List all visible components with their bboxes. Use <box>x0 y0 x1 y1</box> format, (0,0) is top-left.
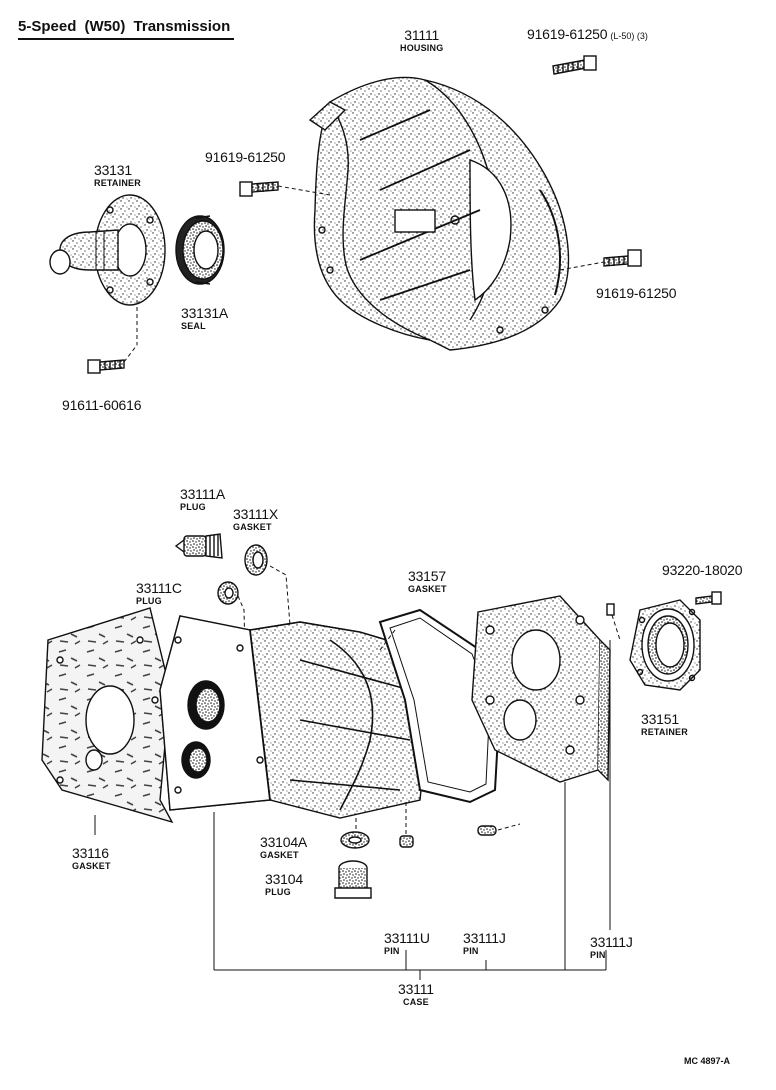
housing-name: HOUSING <box>400 43 444 53</box>
label-pin-u: 33111U PIN <box>384 931 430 956</box>
gasket-104a-number: 33104A <box>260 834 308 850</box>
reference-code: MC 4897-A <box>683 1056 730 1066</box>
bolt-top-note: (L-50) (3) <box>610 31 648 41</box>
label-retainer-rear: 33151 RETAINER <box>641 712 688 737</box>
case-name: CASE <box>403 997 429 1007</box>
label-gasket-104a: 33104A GASKET <box>260 835 307 860</box>
label-bolt-right: 91619-61250 <box>596 285 677 301</box>
bolt-91619-right <box>559 249 642 271</box>
plug-c-name: PLUG <box>136 596 162 606</box>
gasket-33116-part <box>41 607 174 824</box>
label-plug-c: 33111C PLUG <box>136 581 182 606</box>
retainer-33131-part <box>49 194 166 345</box>
seal-name: SEAL <box>181 321 206 331</box>
label-gasket-x: 33111X GASKET <box>233 507 278 532</box>
label-gasket-157: 33157 GASKET <box>408 569 447 594</box>
label-bolt-mid: 91619-61250 <box>205 149 286 165</box>
gasket-116-number: 33116 <box>72 845 109 861</box>
gasket-116-name: GASKET <box>72 861 111 871</box>
plug-a-name: PLUG <box>180 502 206 512</box>
bolt-91611-part <box>87 344 138 374</box>
plug-104-number: 33104 <box>265 871 303 887</box>
gasket-157-number: 33157 <box>408 568 446 584</box>
gasket-104a-name: GASKET <box>260 850 299 860</box>
pin-33111U-part <box>399 802 414 848</box>
label-pin-j1: 33111J PIN <box>463 931 506 956</box>
case-number: 33111 <box>398 981 434 997</box>
label-plug-a: 33111A PLUG <box>180 487 225 512</box>
gasket-33157-part <box>378 608 502 804</box>
pin-j1-number: 33111J <box>463 930 506 946</box>
bolt-right-number: 91619-61250 <box>596 285 677 301</box>
housing-part <box>308 76 570 351</box>
pin-33111J-part <box>477 823 521 836</box>
bolt-top-number: 91619-61250 <box>527 26 608 42</box>
case-leader-lines <box>94 640 611 980</box>
label-seal: 33131A SEAL <box>181 306 228 331</box>
retainer-rear-number: 33151 <box>641 711 679 727</box>
label-retainer-front: 33131 RETAINER <box>94 163 141 188</box>
pin-u-number: 33111U <box>384 930 430 946</box>
retainer-front-number: 33131 <box>94 162 132 178</box>
label-pin-j2: 33111J PIN <box>590 935 633 960</box>
plug-c-number: 33111C <box>136 580 182 596</box>
label-gasket-116: 33116 GASKET <box>72 846 111 871</box>
housing-number: 31111 <box>404 27 440 43</box>
bolt-91619-top <box>552 55 597 75</box>
retainer-rear-name: RETAINER <box>641 727 688 737</box>
gasket-x-number: 33111X <box>233 506 278 522</box>
label-bolt-top: 91619-61250(L-50) (3) <box>527 27 648 43</box>
gasket-33111X-part <box>244 544 291 626</box>
title-word: Transmission <box>133 18 231 35</box>
label-plug-104: 33104 PLUG <box>265 872 303 897</box>
gasket-157-name: GASKET <box>408 584 447 594</box>
gasket-x-name: GASKET <box>233 522 272 532</box>
plug-33111C-part <box>217 581 247 691</box>
bolt-mid-number: 91619-61250 <box>205 149 286 165</box>
pin-j2-number: 33111J <box>590 934 633 950</box>
plug-104-name: PLUG <box>265 887 291 897</box>
pin-j1-name: PIN <box>463 946 479 956</box>
bolt-93220-part <box>695 591 722 605</box>
pin-u-name: PIN <box>384 946 400 956</box>
rear-plate-part <box>471 595 611 783</box>
pin-j2-name: PIN <box>590 950 606 960</box>
retainer-front-name: RETAINER <box>94 178 141 188</box>
plug-a-number: 33111A <box>180 486 225 502</box>
label-housing: 31111 HOUSING <box>400 28 443 53</box>
case-33111-part <box>159 615 431 819</box>
title-speed: 5-Speed <box>18 18 77 35</box>
gasket-33104A-part <box>340 818 370 849</box>
pin-rear-part <box>606 603 621 641</box>
label-case: 33111 CASE <box>398 982 434 1007</box>
retainer-33151-part <box>629 599 701 691</box>
seal-33131A-part <box>175 215 225 285</box>
label-bolt-rear: 93220-18020 <box>662 562 743 578</box>
bolt-retainer-number: 91611-60616 <box>62 397 142 413</box>
label-bolt-retainer: 91611-60616 <box>62 398 141 412</box>
bolt-91619-mid <box>239 181 331 197</box>
diagram-title: 5-Speed (W50) Transmission <box>18 18 235 40</box>
seal-number: 33131A <box>181 305 229 321</box>
bolt-rear-number: 93220-18020 <box>662 562 743 578</box>
title-model: (W50) <box>84 18 126 35</box>
plug-33111A-part <box>174 533 223 559</box>
plug-33104-part <box>334 860 372 899</box>
